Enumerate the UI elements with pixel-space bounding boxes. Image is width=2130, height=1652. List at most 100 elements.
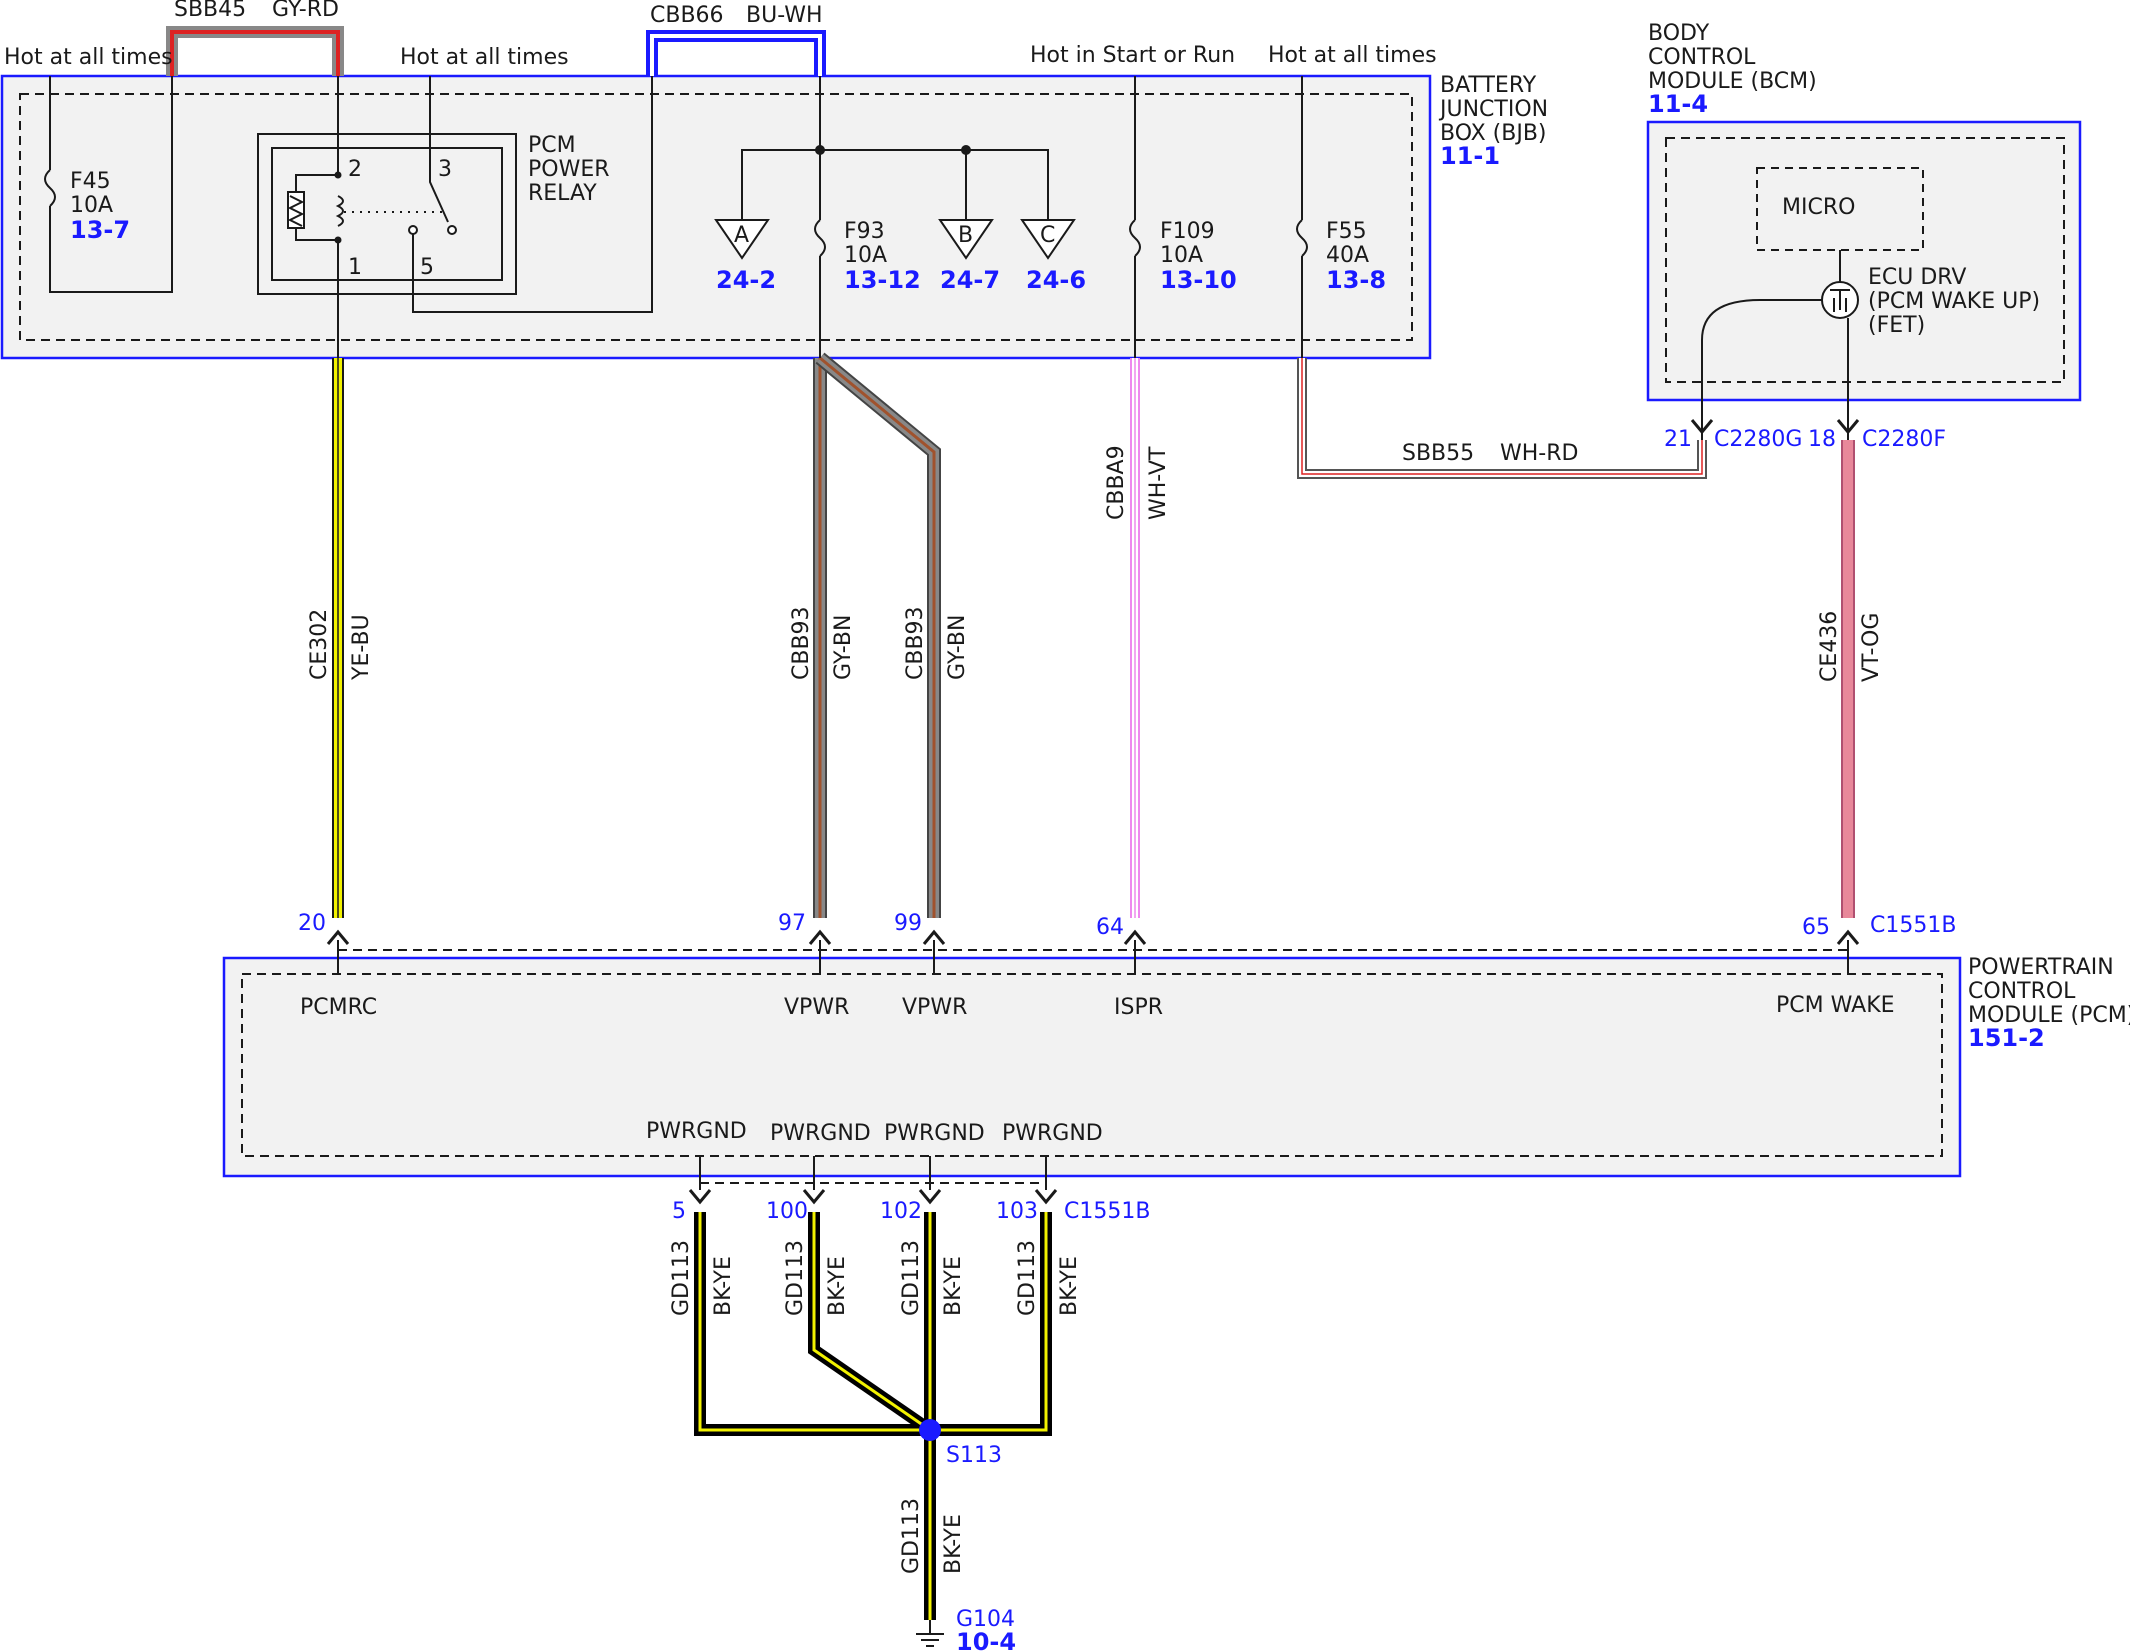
bjb-page-ref: 11-1 [1440,142,1500,170]
connector-c-letter: C [1040,223,1055,248]
bcm-pin-18: 18 [1808,427,1836,452]
relay-pin-3: 3 [438,157,452,182]
wire-sbb55 [1297,358,1707,479]
pcm-pin-20: 20 [298,911,326,936]
bcm-title-line-1: BODY [1648,21,1710,46]
pin-arrow-icons [326,419,1860,1205]
connector-a-letter: A [734,223,749,248]
pcm-pin-100: 100 [766,1199,808,1224]
cbb66-color-label: BU-WH [746,3,823,28]
bjb-title-line-1: BATTERY [1440,73,1537,98]
wire-cbb66 [646,30,826,76]
powertrain-control-module [222,956,1962,1178]
connector-b-page-ref: 24-7 [940,266,1000,294]
connector-c-page-ref: 24-6 [1026,266,1086,294]
bcm-page-ref: 11-4 [1648,90,1708,118]
gd113-label-4: GD113 [1015,1240,1040,1316]
bjb-hot-label-2: Hot at all times [400,45,569,70]
f93-page-ref: 13-12 [844,266,921,294]
ground-g104-label: G104 [956,1607,1015,1632]
pwrgnd-label-2: PWRGND [770,1121,871,1146]
body-control-module [1646,120,2082,402]
connector-b-letter: B [958,223,973,248]
gd113-color-label-3: BK-YE [941,1256,966,1316]
fuse-icon-f93 [814,219,826,257]
gd113-label-3: GD113 [899,1240,924,1316]
pcm-pin-65: 65 [1802,915,1830,940]
relay-title-line-2: POWER [528,157,610,182]
sbb55-label: SBB55 [1402,441,1474,466]
f109-amp: 10A [1160,243,1203,268]
pcm-pin-103: 103 [996,1199,1038,1224]
gd113-color-label-2: BK-YE [825,1256,850,1316]
relay-pin-2: 2 [348,157,362,182]
pcm-pin-99: 99 [894,911,922,936]
pcm-wake-label: PCM WAKE [1776,993,1895,1018]
pwrgnd-label-4: PWRGND [1002,1121,1103,1146]
splice-s113-label: S113 [946,1443,1002,1468]
connector-c-triangle [1020,219,1076,260]
pwrgnd-label-3: PWRGND [884,1121,985,1146]
pcm-title-line-1: POWERTRAIN [1968,955,2114,980]
fuse-icon-f55 [1296,219,1308,257]
micro-label: MICRO [1782,195,1855,220]
bjb-hot-label-1: Hot at all times [4,45,173,70]
bjb-internal-circuit [49,76,1303,358]
ce302-color-label: YE-BU [349,614,374,681]
bjb-hot-start-run-label: Hot in Start or Run [1030,43,1235,68]
f45-amp: 10A [70,193,113,218]
gd113-label-1: GD113 [669,1240,694,1316]
gd113-label-2: GD113 [783,1240,808,1316]
ce302-label: CE302 [307,609,332,680]
gd113-color-label-1: BK-YE [711,1256,736,1316]
cbb93-b-color-label: GY-BN [945,615,970,680]
c1551b-bottom-label: C1551B [1064,1199,1150,1224]
junction-dot [961,145,971,155]
cbba9-label: CBBA9 [1104,445,1129,520]
f93-name: F93 [844,219,885,244]
fuse-icon-f45 [44,169,56,207]
f45-page-ref: 13-7 [70,216,130,244]
f45-name: F45 [70,169,111,194]
cbb66-label: CBB66 [650,3,724,28]
relay-pin-5: 5 [420,255,434,280]
junction-dot [815,145,825,155]
pcm-pin-5: 5 [672,1199,686,1224]
junction-dot [334,171,342,179]
pcmrc-label: PCMRC [300,995,377,1020]
f109-name: F109 [1160,219,1215,244]
f93-amp: 10A [844,243,887,268]
vpwr-label-1: VPWR [784,995,849,1020]
ground-icon [916,1620,944,1647]
bcm-pin-21: 21 [1664,427,1692,452]
ecu-drv-label-3: (FET) [1868,313,1925,338]
connector-b-triangle [938,219,994,260]
wire-cbb93-b [815,352,941,918]
c1551b-top-label: C1551B [1870,913,1956,938]
c2280g-label: C2280G [1714,427,1802,452]
connector-a-triangle [714,219,770,260]
relay-title-line-1: PCM [528,133,576,158]
gd113-label-5: GD113 [899,1498,924,1574]
c2280f-label: C2280F [1862,427,1946,452]
bcm-title-line-2: CONTROL [1648,45,1756,70]
ecu-drv-label-1: ECU DRV [1868,265,1966,290]
bjb-title-line-2: JUNCTION [1438,97,1548,122]
wire-gd113-group [694,1212,1052,1620]
ecu-drv-label-2: (PCM WAKE UP) [1868,289,2040,314]
pcm-pin-64: 64 [1096,915,1124,940]
vpwr-label-2: VPWR [902,995,967,1020]
fuse-icon-f109 [1129,219,1141,257]
ce436-color-label: VT-OG [1859,613,1884,682]
sbb45-label: SBB45 [174,0,246,22]
connector-a-page-ref: 24-2 [716,266,776,294]
pcm-pin-97: 97 [778,911,806,936]
f55-page-ref: 13-8 [1326,266,1386,294]
cbba9-color-label: WH-VT [1146,446,1171,520]
wire-sbb45 [166,26,344,76]
cbb93-b-label: CBB93 [903,606,928,680]
ispr-label: ISPR [1114,995,1163,1020]
pcm-pin-102: 102 [880,1199,922,1224]
ce436-label: CE436 [1817,611,1842,682]
